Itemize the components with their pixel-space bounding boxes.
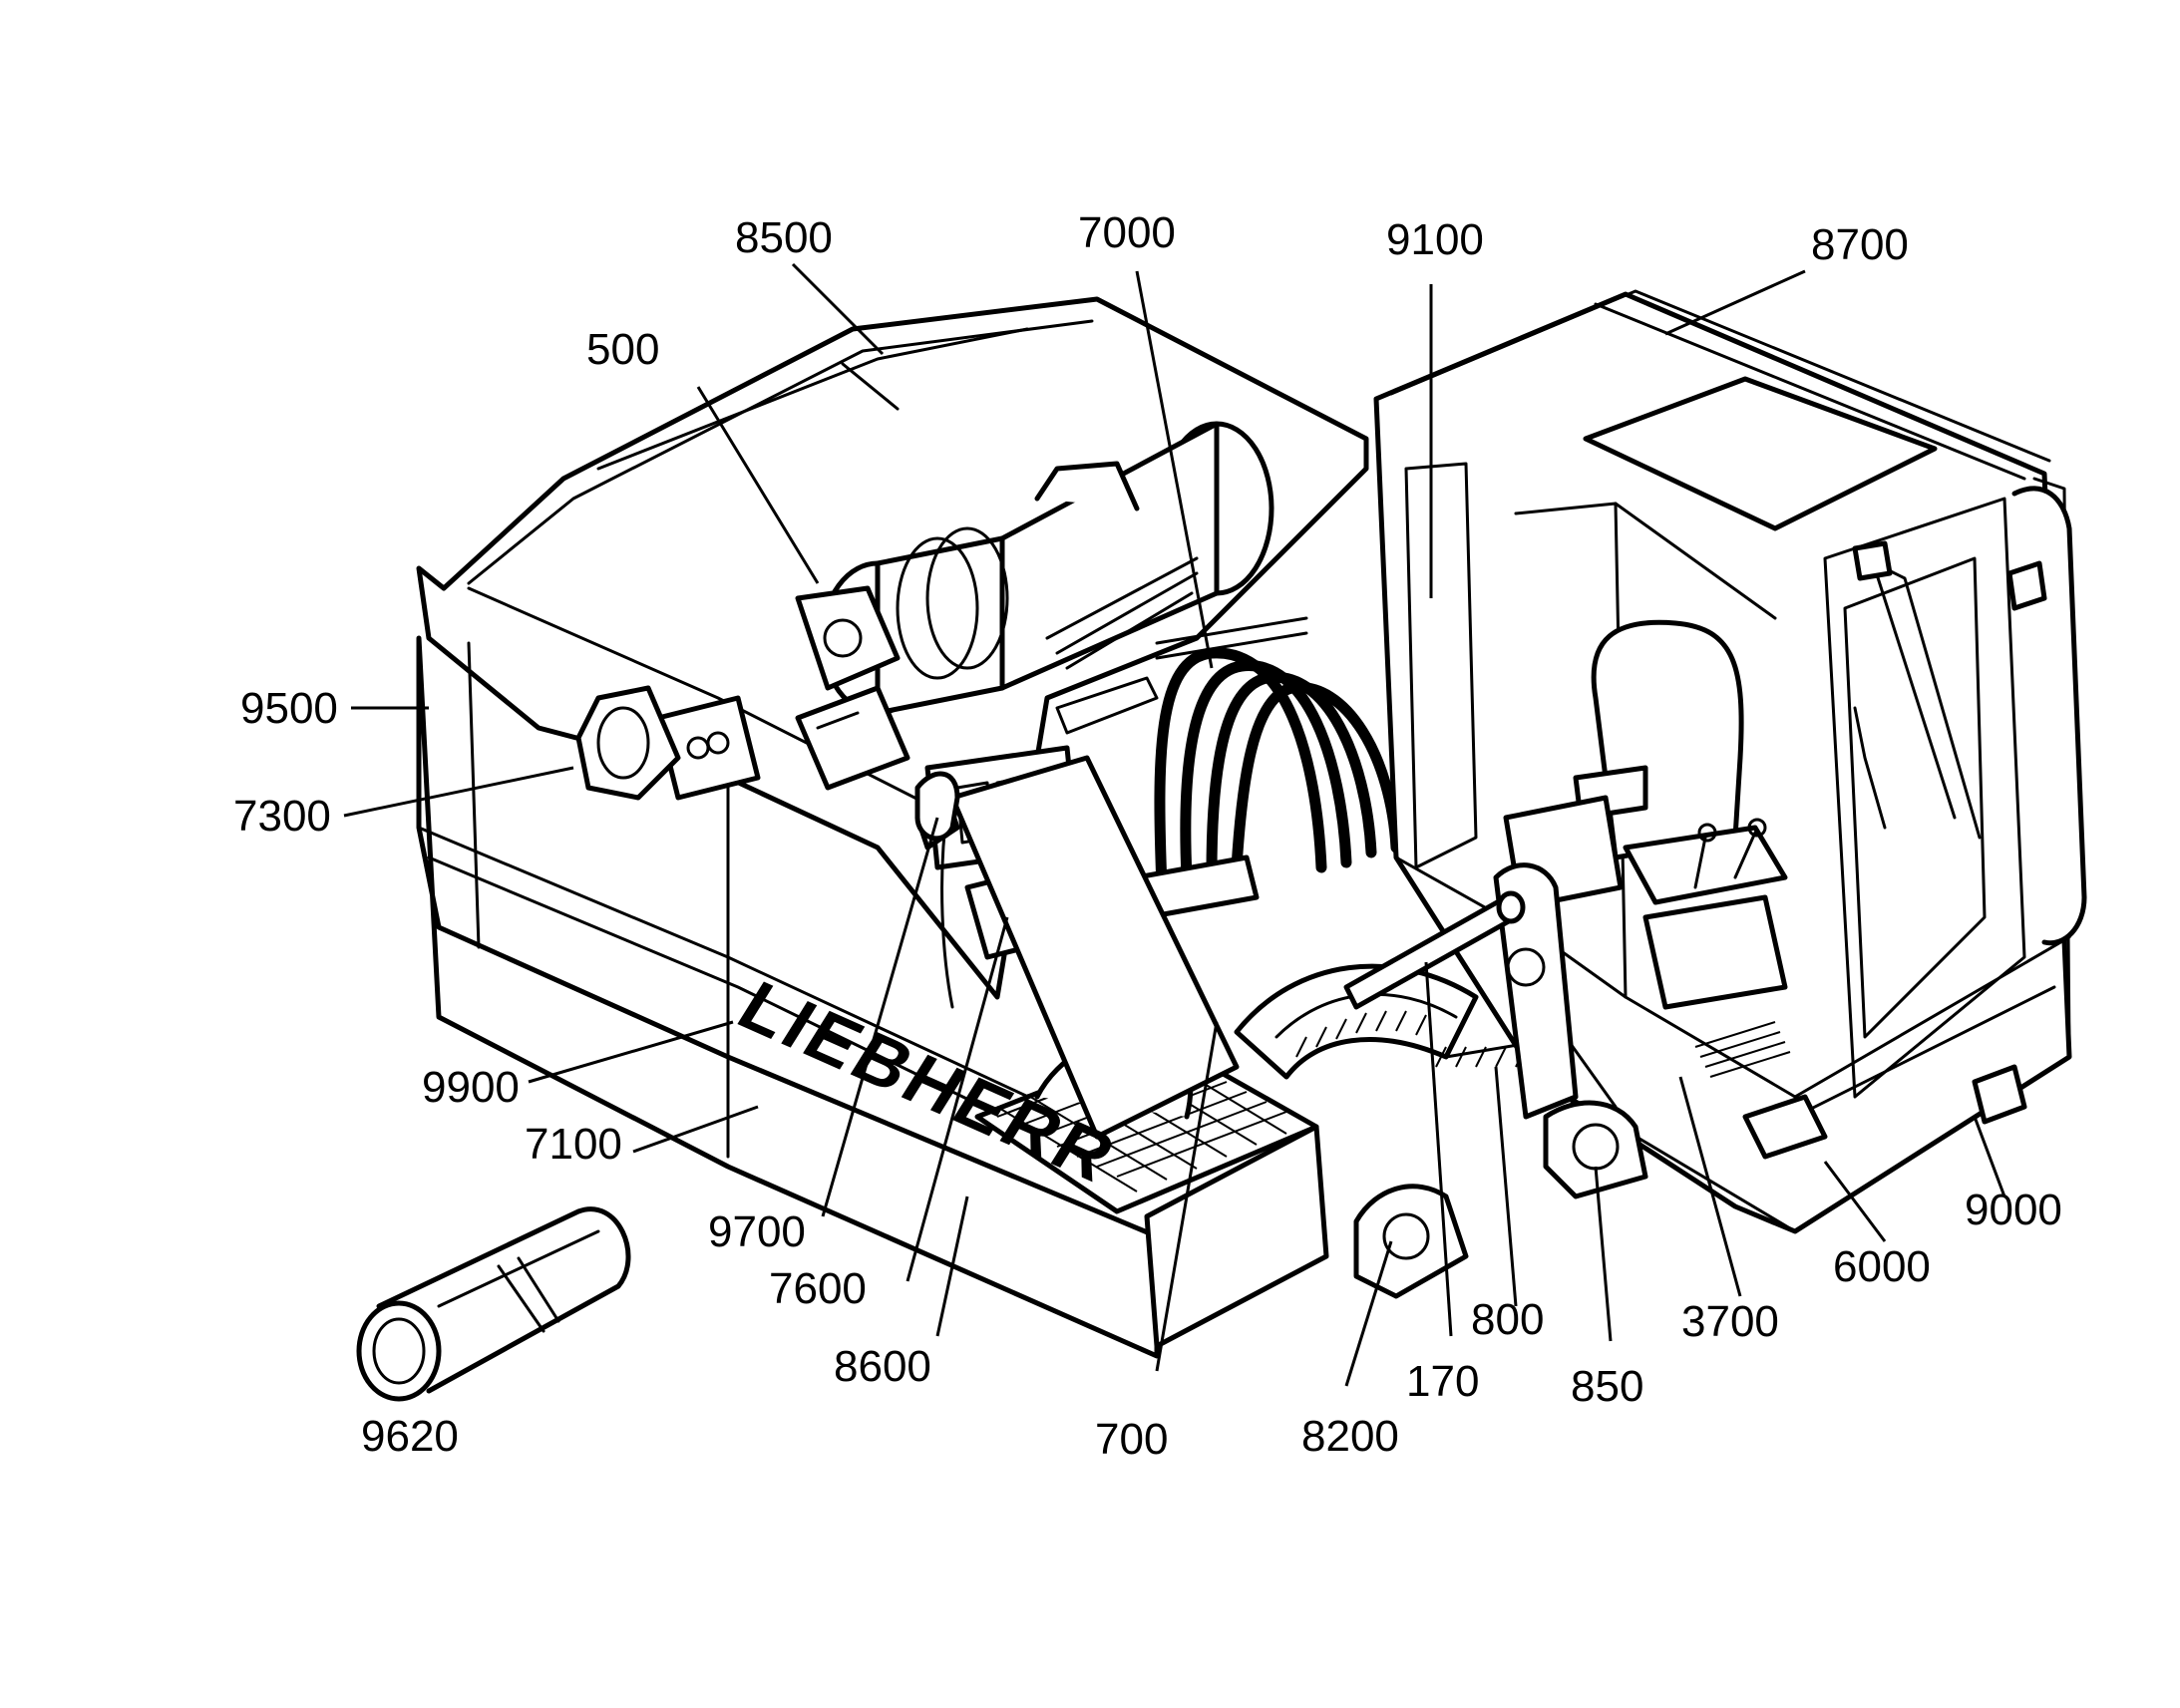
side-mirror bbox=[914, 771, 960, 842]
hose-roll bbox=[356, 1206, 631, 1402]
cab-step bbox=[1742, 1094, 1828, 1160]
operator-seat bbox=[1573, 619, 1788, 905]
callout-9900: 9900 bbox=[422, 1063, 520, 1112]
lamp-box bbox=[1972, 1064, 2027, 1125]
callout-9500: 9500 bbox=[240, 684, 338, 733]
callout-9100: 9100 bbox=[1386, 215, 1484, 264]
cab-handle bbox=[2006, 560, 2047, 611]
callout-700: 700 bbox=[1095, 1415, 1168, 1464]
leader-lines bbox=[343, 262, 2006, 1387]
callout-8200: 8200 bbox=[1301, 1412, 1399, 1461]
hydraulic-hoses bbox=[1134, 616, 1402, 920]
callout-850: 850 bbox=[1571, 1362, 1643, 1411]
callout-9700: 9700 bbox=[708, 1207, 806, 1256]
callout-500: 500 bbox=[586, 325, 659, 374]
tool-box bbox=[1144, 1124, 1329, 1349]
callout-9620: 9620 bbox=[361, 1412, 459, 1461]
excavator-superstructure-drawing: LIEBHERR bbox=[356, 289, 2087, 1402]
callout-800: 800 bbox=[1471, 1295, 1544, 1344]
windshield-wiper bbox=[1852, 540, 1982, 840]
callout-7600: 7600 bbox=[769, 1264, 867, 1313]
callout-8500: 8500 bbox=[735, 213, 833, 262]
callout-labels: 8500 7000 9100 8700 500 9500 7300 9900 7… bbox=[233, 208, 2062, 1464]
callout-7000: 7000 bbox=[1078, 208, 1176, 257]
callout-8700: 8700 bbox=[1811, 220, 1909, 269]
callout-6000: 6000 bbox=[1833, 1242, 1931, 1291]
callout-7100: 7100 bbox=[525, 1120, 622, 1169]
callout-8600: 8600 bbox=[834, 1342, 931, 1391]
callout-7300: 7300 bbox=[233, 792, 331, 841]
boom-pin bbox=[1343, 890, 1526, 1010]
callout-170: 170 bbox=[1406, 1357, 1479, 1406]
side-door bbox=[949, 755, 1240, 1140]
callout-9000: 9000 bbox=[1965, 1186, 2062, 1234]
callout-3700: 3700 bbox=[1681, 1297, 1779, 1346]
boom-bracket bbox=[1353, 862, 1648, 1299]
